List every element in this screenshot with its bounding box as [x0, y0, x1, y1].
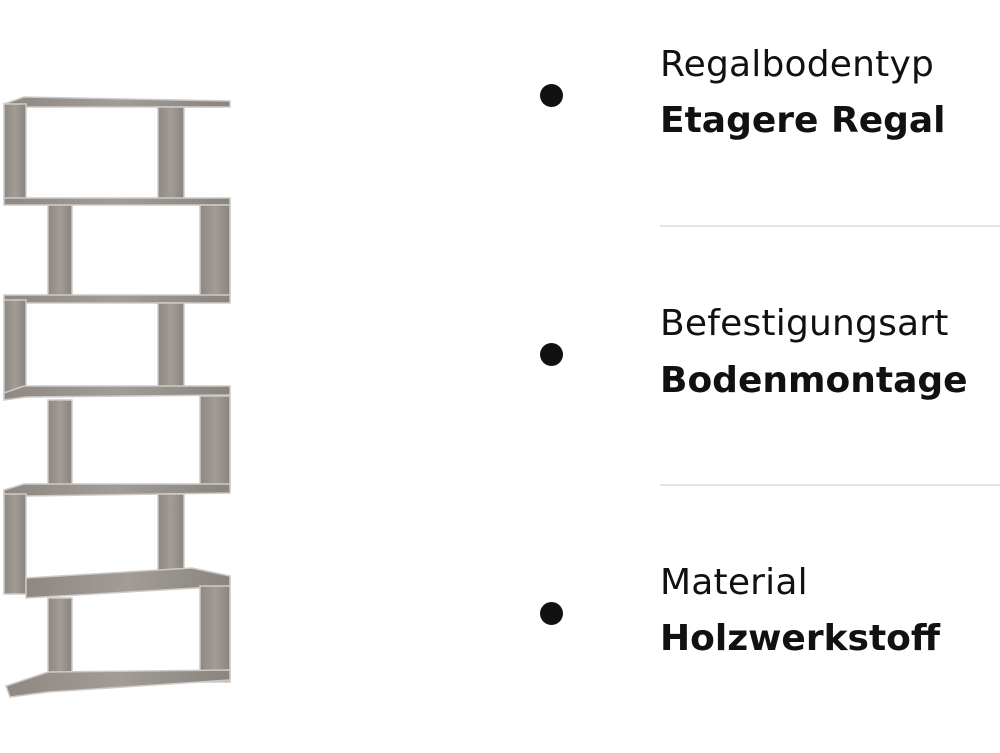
divider	[660, 225, 1000, 227]
spec-value-material: Holzwerkstoff	[660, 618, 941, 659]
bullet-icon	[540, 84, 563, 107]
spec-value-shelf-type: Etagere Regal	[660, 100, 946, 141]
bullet-icon	[540, 343, 563, 366]
bookshelf-illustration	[3, 96, 231, 698]
spec-label-shelf-type: Regalbodentyp	[660, 44, 935, 85]
spec-label-material: Material	[660, 562, 808, 603]
divider	[660, 484, 1000, 486]
spec-value-mounting-type: Bodenmontage	[660, 360, 968, 401]
bullet-icon	[540, 602, 563, 625]
product-image-bookshelf	[0, 0, 260, 749]
spec-label-mounting-type: Befestigungsart	[660, 303, 949, 344]
